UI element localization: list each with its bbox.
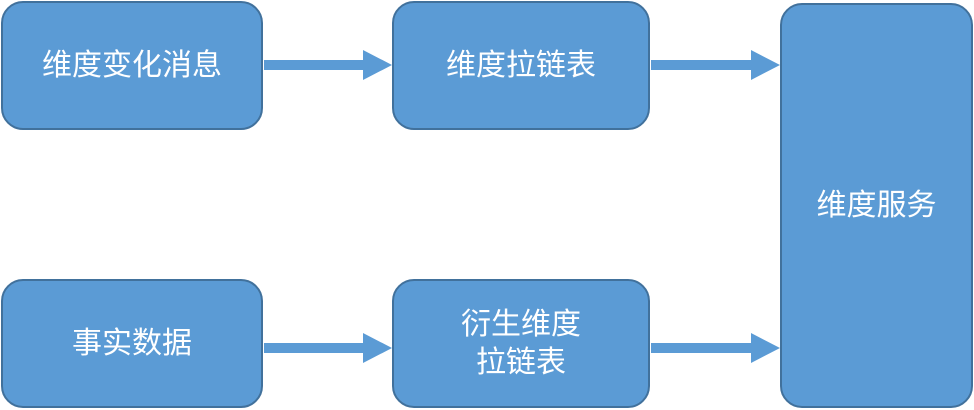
node-derived-dim-zipper-table: 衍生维度 拉链表 [392,279,650,408]
arrow-fact-to-derived [264,333,392,363]
node-dim-change-msg: 维度变化消息 [1,1,263,130]
node-fact-data: 事实数据 [1,279,263,408]
node-label: 衍生维度 拉链表 [461,306,581,380]
arrow-derived-to-service [651,333,780,363]
node-dim-service: 维度服务 [780,3,973,408]
node-label: 维度拉链表 [446,47,596,83]
node-label: 事实数据 [72,325,192,361]
node-dim-zipper-table: 维度拉链表 [392,1,650,130]
arrow-zipper-to-service [651,50,780,80]
node-label: 维度服务 [816,187,937,223]
arrow-msg-to-zipper [264,50,392,80]
node-label: 维度变化消息 [42,47,222,83]
